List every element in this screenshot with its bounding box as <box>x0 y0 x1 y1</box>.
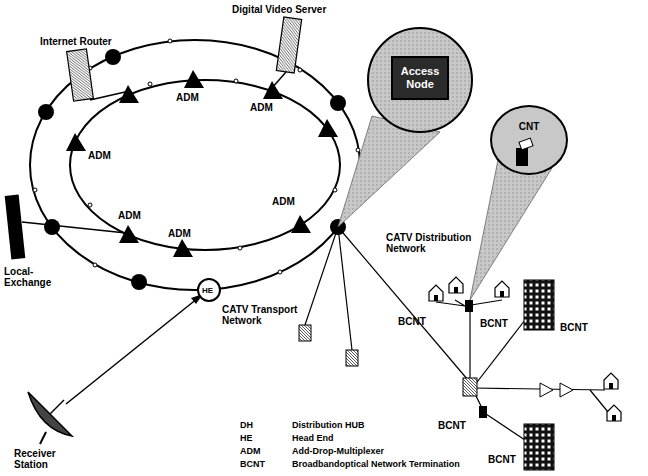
label-text: ADM <box>272 196 295 207</box>
label-text: Local- Exchange <box>4 266 60 288</box>
label-text: ADM <box>176 92 199 103</box>
label-text: Digital Video Server <box>232 4 326 15</box>
cnt-magnifier-circle: CNT <box>490 105 568 175</box>
legend-abbreviation: DH <box>240 420 253 430</box>
label-text: Receiver Station <box>14 448 78 470</box>
legend-text: Add-Drop-Multiplexer <box>292 446 384 456</box>
label-text: ADM <box>168 228 191 239</box>
node-text: CNT <box>492 121 566 132</box>
label-text: BCNT <box>438 420 466 431</box>
label-text: Internet Router <box>40 36 112 47</box>
label-text: BCNT <box>480 318 508 329</box>
label-text: ADM <box>88 150 111 161</box>
label-text: CATV Distribution Network <box>386 232 486 254</box>
legend-abbreviation: HE <box>240 433 253 443</box>
label-text: BCNT <box>488 454 516 465</box>
node-text: Access Node <box>397 65 443 91</box>
legend-text: Head End <box>292 433 334 443</box>
label-text: BCNT <box>398 316 426 327</box>
label-text: ADM <box>250 102 273 113</box>
label-text: ADM <box>118 210 141 221</box>
legend-text: Broadbandoptical Network Termination <box>292 459 460 469</box>
label-text: HE <box>202 286 213 295</box>
legend-abbreviation: BCNT <box>240 459 265 469</box>
legend-text: Distribution HUB <box>292 420 365 430</box>
label-text: CATV Transport Network <box>222 304 304 326</box>
access-node-box: Access Node <box>391 56 449 100</box>
legend-abbreviation: ADM <box>240 446 261 456</box>
label-text: BCNT <box>560 322 588 333</box>
